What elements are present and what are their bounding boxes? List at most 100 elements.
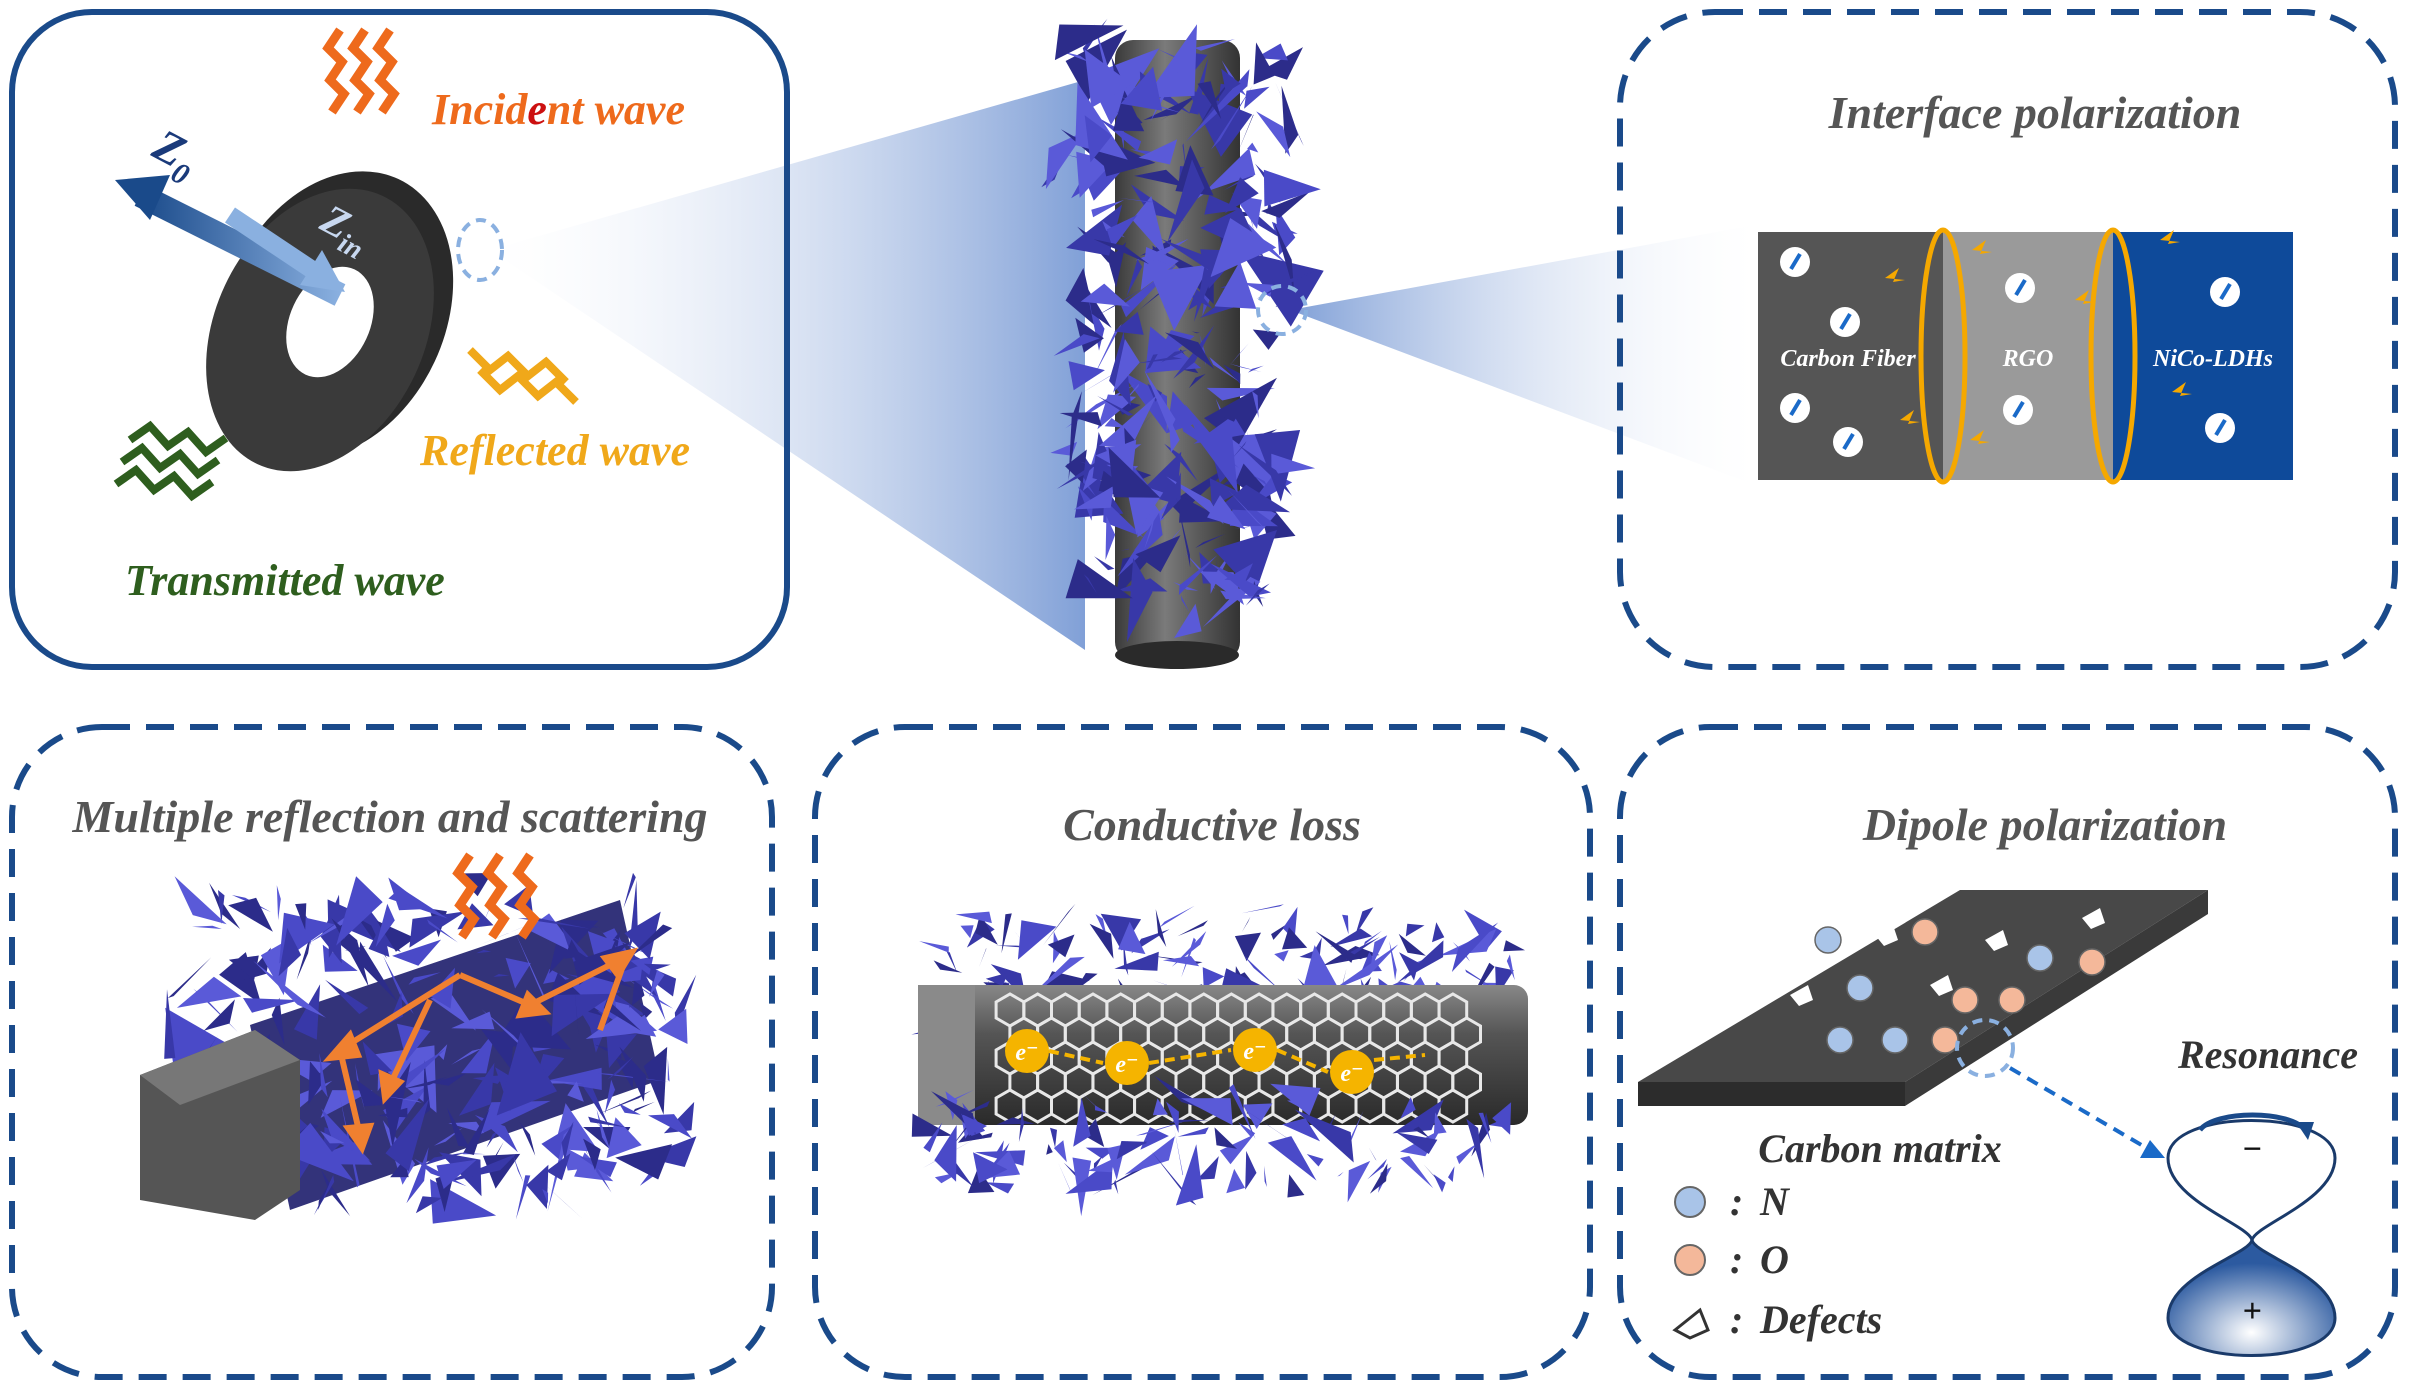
flake	[1448, 1166, 1455, 1182]
flake	[434, 1127, 464, 1146]
flake	[1245, 583, 1270, 606]
scatter-rod-icon	[140, 872, 697, 1224]
flake	[1194, 39, 1235, 51]
flake	[1214, 1127, 1237, 1149]
panel-multiple-frame	[9, 724, 775, 1380]
flake	[1191, 331, 1200, 334]
flake	[1247, 142, 1259, 153]
dipole-title: Dipole polarization	[1862, 799, 2227, 850]
flake	[948, 1119, 972, 1152]
flake	[1400, 1097, 1416, 1119]
flake	[1100, 913, 1142, 951]
flake	[228, 897, 273, 932]
flake	[1166, 1101, 1179, 1133]
flake	[1177, 1127, 1209, 1137]
flake	[1218, 391, 1252, 422]
flake	[355, 1063, 365, 1111]
flake	[619, 1103, 641, 1115]
flake	[1432, 922, 1445, 943]
flake	[1363, 930, 1382, 946]
flake	[1094, 556, 1115, 571]
flake	[979, 948, 987, 967]
flake	[1107, 383, 1139, 421]
flake	[1400, 1156, 1434, 1189]
flake	[1161, 472, 1181, 520]
flake	[1116, 1141, 1148, 1160]
flake	[1144, 509, 1157, 550]
flake	[961, 1113, 987, 1136]
reflected-wave-label: Reflected wave	[419, 426, 690, 475]
flake	[633, 1101, 655, 1113]
n-label: N	[1759, 1179, 1791, 1224]
electron-chain: e⁻e⁻e⁻e⁻	[1005, 1028, 1426, 1094]
flake	[1159, 905, 1195, 928]
dipole-needle	[2214, 418, 2227, 437]
flake	[1228, 169, 1245, 182]
flake	[1229, 363, 1262, 373]
flake	[515, 931, 546, 1000]
flake	[271, 997, 285, 1046]
flake	[318, 1182, 330, 1210]
flake	[1177, 920, 1208, 937]
flake	[1202, 967, 1225, 988]
flake	[192, 925, 222, 929]
flake	[649, 969, 665, 997]
flake	[309, 914, 349, 943]
flake	[606, 1117, 642, 1159]
flake	[951, 1157, 974, 1187]
resonance-label: Resonance	[2177, 1032, 2358, 1077]
flake	[1398, 933, 1426, 956]
flake	[1368, 1147, 1377, 1161]
flake	[1111, 56, 1121, 77]
flake	[1413, 1126, 1430, 1138]
flake	[515, 1175, 531, 1220]
flake	[985, 1182, 1015, 1194]
flake	[1256, 270, 1318, 299]
flake	[1059, 412, 1102, 427]
flake	[1315, 931, 1355, 963]
flake	[1134, 356, 1182, 364]
flake	[1397, 940, 1444, 983]
flake	[476, 949, 492, 954]
panel-interface-frame	[1617, 9, 2398, 670]
flake	[643, 963, 671, 971]
legend-colon: :	[1730, 1297, 1743, 1342]
flake	[1166, 391, 1200, 434]
flake	[537, 1177, 583, 1219]
flake	[1196, 1156, 1219, 1180]
flake	[1161, 239, 1221, 278]
flake	[574, 987, 579, 1035]
flake	[1130, 184, 1184, 221]
defects-label: Defects	[1759, 1297, 1882, 1342]
n-dot-icon	[1674, 1186, 1706, 1218]
flake-fiber-icon	[1041, 18, 1324, 669]
flake	[1140, 247, 1179, 291]
flake	[547, 1067, 602, 1090]
flake	[597, 1090, 652, 1115]
flake	[1405, 923, 1425, 937]
dipole-needle	[1842, 432, 1855, 451]
flake	[427, 919, 459, 943]
flake	[1081, 1093, 1098, 1108]
flake	[451, 1048, 482, 1065]
dipole-zoom-arrowhead	[2140, 1140, 2165, 1158]
flake	[532, 1047, 552, 1052]
flake	[1252, 391, 1259, 419]
flake	[1239, 250, 1324, 327]
flake	[604, 1079, 616, 1114]
flake	[1330, 928, 1373, 947]
flake	[1332, 944, 1399, 991]
flake	[1068, 391, 1082, 481]
flake	[276, 885, 281, 921]
flake	[1244, 86, 1270, 109]
flake	[667, 1057, 670, 1082]
flake	[382, 1095, 422, 1103]
flake	[1176, 498, 1191, 568]
flake	[607, 1056, 634, 1080]
flake	[1370, 935, 1388, 970]
flake	[619, 1046, 647, 1102]
flake	[408, 972, 441, 985]
flake	[1001, 913, 1012, 954]
flake	[1093, 1155, 1103, 1172]
flake	[603, 999, 641, 1031]
